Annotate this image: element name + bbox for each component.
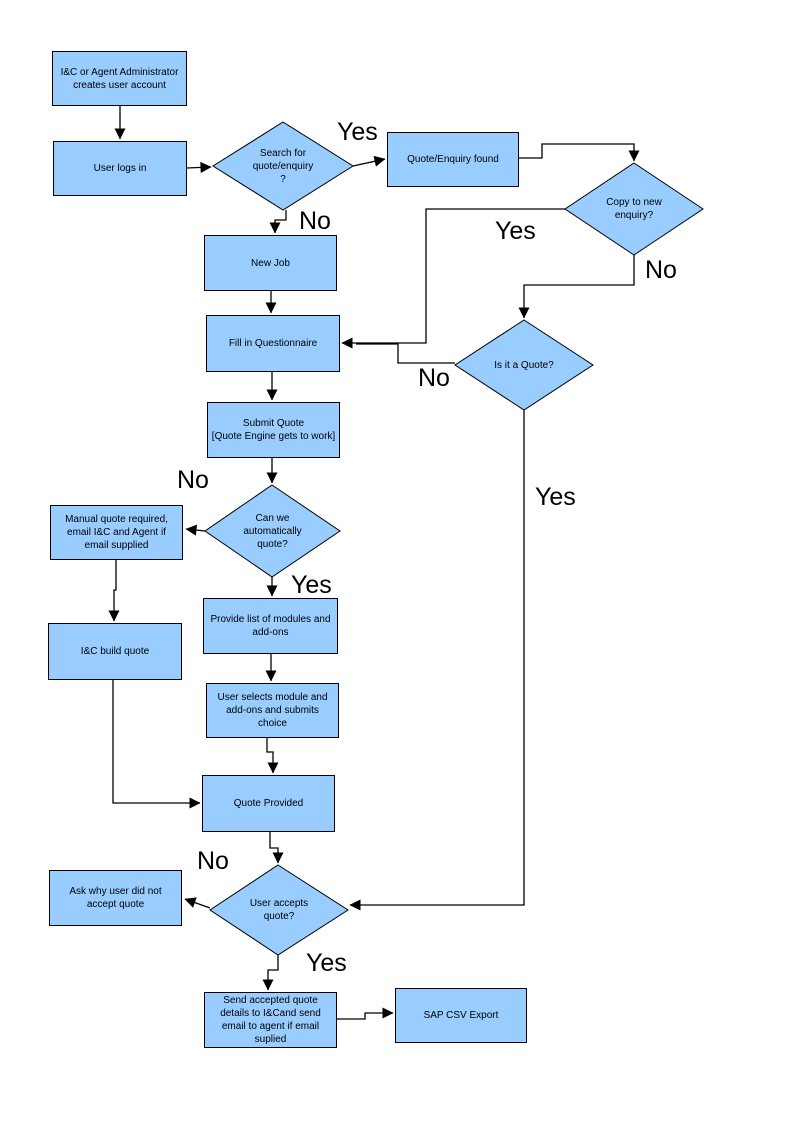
node-admin-creates-account: I&C or Agent Administrator creates user … <box>52 51 187 106</box>
connector-isquote-yes <box>349 410 525 911</box>
connector-search-no <box>269 210 287 234</box>
node-send-accepted-quote: Send accepted quote details to I&Cand se… <box>204 992 337 1048</box>
node-user-logs-in: User logs in <box>53 141 187 196</box>
edge-label-accepts-yes: Yes <box>306 949 347 977</box>
edge-label-copy-no: No <box>645 256 677 284</box>
search-quote-diamond <box>212 121 354 211</box>
connector-login-to-search <box>186 161 212 173</box>
connector-build-to-provided <box>112 680 201 809</box>
node-sap-csv-export: SAP CSV Export <box>395 988 527 1043</box>
node-submit-quote: Submit Quote [Quote Engine gets to work] <box>207 402 340 458</box>
connector-accepts-no <box>184 897 211 909</box>
can-we-auto-diamond <box>204 484 341 578</box>
is-it-quote-diamond <box>454 319 594 411</box>
edge-label-accepts-no: No <box>197 847 229 875</box>
node-provide-list-modules: Provide list of modules and add-ons <box>203 598 338 654</box>
connector-copy-yes <box>341 208 565 349</box>
node-fill-in-questionnaire: Fill in Questionnaire <box>206 315 340 372</box>
node-manual-quote-required: Manual quote required, email I&C and Age… <box>50 505 183 560</box>
copy-to-new-diamond <box>564 162 704 256</box>
connector-copy-no <box>518 255 635 319</box>
edge-label-isquote-yes: Yes <box>535 483 576 511</box>
user-accepts-diamond <box>209 864 349 956</box>
connector-accepts-yes <box>262 955 279 991</box>
node-new-job: New Job <box>204 235 337 291</box>
node-ic-build-quote: I&C build quote <box>48 623 182 680</box>
edge-label-isquote-no: No <box>418 364 450 392</box>
node-ask-why-not-accept: Ask why user did not accept quote <box>49 870 182 926</box>
connector-canwe-no <box>185 524 206 536</box>
connector-selects-to-provided <box>266 738 279 774</box>
edge-label-canwe-no: No <box>177 466 209 494</box>
node-quote-provided: Quote Provided <box>202 775 335 832</box>
connector-search-yes <box>352 155 386 167</box>
connector-isquote-no <box>356 343 455 364</box>
connector-manual-to-build <box>108 560 120 622</box>
connector-provided-to-accepts <box>269 832 284 864</box>
connector-found-to-copy <box>519 143 640 162</box>
edge-label-copy-yes: Yes <box>495 217 536 245</box>
node-quote-enquiry-found: Quote/Enquiry found <box>387 132 519 187</box>
edge-label-search-no: No <box>299 207 331 235</box>
connector-send-to-sap <box>337 1007 394 1020</box>
edge-label-canwe-yes: Yes <box>291 571 332 599</box>
node-user-selects-module: User selects module and add-ons and subm… <box>206 683 339 738</box>
edge-label-search-yes: Yes <box>337 118 378 146</box>
